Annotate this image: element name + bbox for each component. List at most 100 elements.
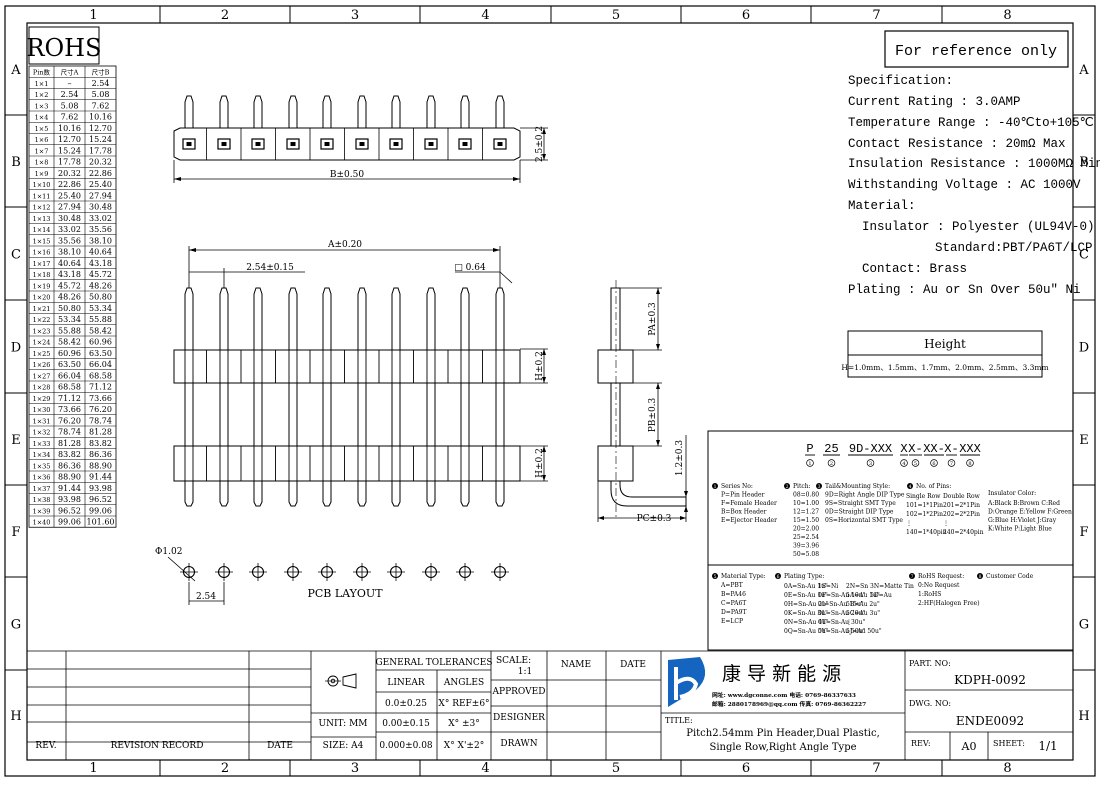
- part-code-circle-num: 6: [932, 461, 935, 467]
- top-pin-square: [217, 138, 231, 150]
- rohs-box: ROHS: [26, 26, 102, 65]
- top-pin-square: [458, 138, 472, 150]
- pitch-line: 25=2.54: [793, 534, 819, 541]
- pin-table-cell: 71.12: [58, 394, 81, 403]
- pin-table-cell: 1×20: [33, 294, 51, 302]
- front-pin-bottom: [357, 481, 367, 507]
- pcb-layout-label: PCB LAYOUT: [307, 587, 383, 600]
- legend-bullet-num: 2: [786, 484, 789, 490]
- company-logo-icon: [668, 657, 706, 707]
- top-view-dims: B±0.50 2.5±0.2: [173, 126, 548, 183]
- approved-label: APPROVED: [492, 687, 546, 697]
- scale-label: SCALE:: [496, 656, 531, 666]
- front-pin-bottom: [253, 481, 263, 507]
- rohs-label: ROHS: [26, 34, 101, 62]
- angles-header: ANGLES: [443, 678, 484, 688]
- pin-table-cell: 12.70: [89, 124, 112, 133]
- rev-label: REV:: [911, 739, 931, 748]
- pin-table-cell: 1×39: [33, 507, 51, 515]
- pin-table-cell: 83.82: [58, 450, 81, 459]
- pins-single-line: ⋮: [906, 520, 912, 527]
- dim-pa: PA±0.3: [648, 302, 658, 336]
- pin-table-cell: 1×15: [33, 237, 51, 245]
- legend-bullet-num: 7: [911, 574, 914, 580]
- pin-table-cell: 5.08: [61, 101, 79, 110]
- top-pin-square: [389, 138, 403, 150]
- pin-table-cell: 1×37: [33, 485, 51, 493]
- pin-table-cell: 27.94: [58, 203, 81, 212]
- pin-table-cell: 22.86: [58, 180, 81, 189]
- pin-table-cell: 12.70: [58, 135, 81, 144]
- pin-table-cell: 48.26: [89, 281, 112, 290]
- front-pin-top: [288, 287, 298, 350]
- color-line: D:Orange E:Yellow F:Green: [988, 509, 1072, 516]
- side-view: [597, 280, 687, 520]
- pin-table-cell: 1×40: [33, 519, 51, 527]
- pin-table-cell: 1×2: [35, 91, 49, 99]
- legend-bullet: [712, 573, 718, 579]
- legend-bullet: [784, 483, 790, 489]
- pin-table-cell: 38.10: [58, 248, 81, 257]
- dim-square: □ 0.64: [454, 263, 486, 273]
- pin-table-cell: 5.08: [92, 90, 110, 99]
- dim-b: B±0.50: [330, 170, 364, 180]
- plating-line: 0A=Sn-Au 1u": [784, 583, 828, 590]
- top-pin-tip: [426, 95, 436, 128]
- top-pin-tip: [391, 95, 401, 128]
- front-pin-top: [322, 287, 332, 350]
- height-values: H=1.0mm、1.5mm、1.7mm、2.0mm、2.5mm、3.3mm: [841, 363, 1048, 372]
- top-pin-center: [186, 142, 192, 146]
- col-label-top: 2: [221, 8, 229, 23]
- pin-table-header: 尺寸A: [61, 68, 79, 77]
- pins-double-line: 202=2*2Pin: [943, 511, 980, 518]
- row-label-right: D: [1079, 341, 1089, 356]
- legend-bullet: [907, 483, 913, 489]
- pcb-layout: [180, 563, 509, 581]
- title-label: TITLE:: [665, 716, 693, 725]
- color-line: A:Black B:Brown C:Red: [987, 500, 1060, 507]
- pin-through-housing: [322, 445, 332, 482]
- plating-line: 1S=Ni: [818, 583, 838, 590]
- pins-double-line: 201=2*1Pin: [943, 502, 980, 509]
- pin-table-cell: 88.90: [58, 473, 81, 482]
- part-code-segment: 9D-XXX: [849, 442, 892, 456]
- tail-line: 0D=Straight DIP Type: [825, 509, 894, 516]
- top-pin-center: [497, 142, 503, 146]
- top-pin-center: [221, 142, 227, 146]
- col-label-bottom: 8: [1003, 761, 1011, 776]
- pin-table-cell: 15.24: [58, 146, 81, 155]
- plating-line: 5J=Au 50u": [846, 628, 882, 635]
- pin-table-cell: 83.82: [89, 439, 112, 448]
- material-title: Material Type:: [721, 573, 766, 580]
- pin-table-cell: 1×18: [33, 271, 51, 279]
- pin-table-cell: 76.20: [58, 416, 81, 425]
- plating-line: 5B=Au 2u": [846, 601, 880, 608]
- pin-table-cell: 66.04: [58, 371, 81, 380]
- legend-bullet-num: 3: [818, 484, 821, 490]
- pin-table-cell: 1×11: [33, 192, 51, 200]
- pin-through-housing: [184, 349, 194, 384]
- part-code-circle: [947, 459, 956, 467]
- part-code-circle-num: 2: [830, 461, 833, 467]
- pin-table-cell: 55.88: [89, 315, 112, 324]
- pin-table-cell: 1×1: [35, 80, 49, 88]
- material-line: C=PA6T: [721, 600, 746, 607]
- plating-line: 0K=Sn-Au 3u": [784, 610, 828, 617]
- pin-table-cell: 96.52: [58, 506, 81, 515]
- tail-title: Tail&Mounting Style:: [825, 483, 890, 490]
- front-pin-top: [391, 287, 401, 350]
- rev-value: A0: [961, 740, 977, 753]
- pin-table-cell: 1×29: [33, 395, 51, 403]
- part-code-segment: 25: [824, 442, 838, 456]
- drawing-title-line-2: Single Row,Right Angle Type: [709, 742, 856, 753]
- pin-table-cell: 1×32: [33, 429, 51, 437]
- material-line: D=PA9T: [721, 609, 746, 616]
- top-pin-square: [182, 138, 196, 150]
- dim-h2: H±0.2: [535, 448, 545, 478]
- height-title: Height: [924, 337, 966, 351]
- reference-box: For reference only: [884, 30, 1069, 68]
- pin-table-cell: 68.58: [58, 383, 81, 392]
- pins-single-line: 102=1*2Pin: [906, 511, 943, 518]
- legend-bullet-num: 6: [777, 574, 780, 580]
- series-line: P=Pin Header: [721, 492, 765, 499]
